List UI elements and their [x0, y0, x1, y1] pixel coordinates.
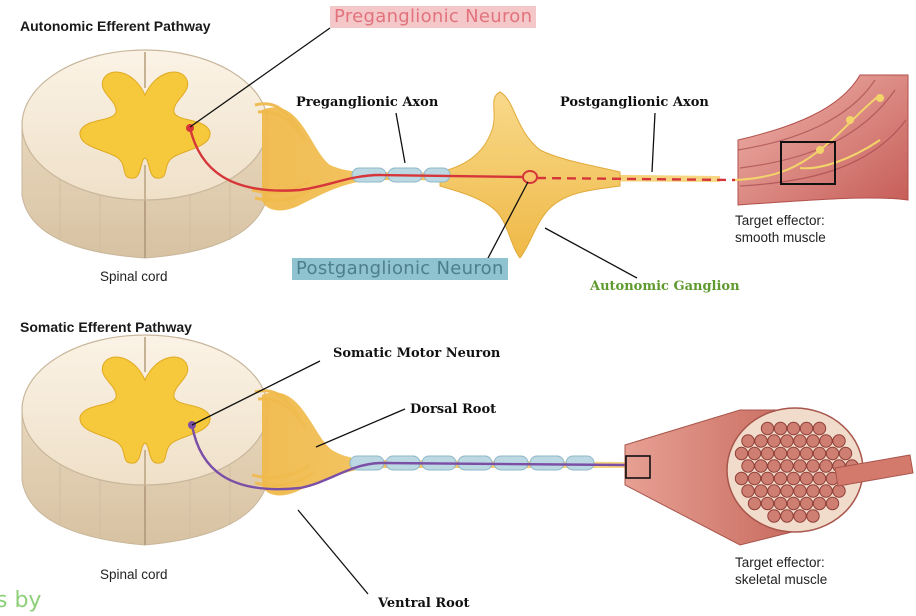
muscle-fiber-cross-section: [755, 435, 767, 447]
muscle-fiber-cross-section: [761, 472, 773, 484]
postganglionic-axon-label: Postganglionic Axon: [560, 96, 709, 109]
muscle-fiber-cross-section: [735, 472, 747, 484]
muscle-fiber-cross-section: [774, 497, 786, 509]
skeletal-muscle-target: [625, 408, 913, 545]
muscle-fiber-cross-section: [768, 510, 780, 522]
muscle-fiber-cross-section: [781, 485, 793, 497]
muscle-fiber-cross-section: [839, 447, 851, 459]
smooth-muscle-target-line2: smooth muscle: [735, 230, 826, 246]
muscle-fiber-cross-section: [820, 435, 832, 447]
smooth-muscle-target-line1: Target effector:: [735, 213, 825, 229]
dorsal-root-pointer: [316, 409, 405, 447]
muscle-fiber-cross-section: [813, 447, 825, 459]
skeletal-muscle-target-line1: Target effector:: [735, 555, 825, 571]
autonomic-spinal-cord-label: Spinal cord: [100, 269, 168, 285]
muscle-fiber-cross-section: [800, 472, 812, 484]
muscle-fiber-cross-section: [794, 485, 806, 497]
muscle-fiber-cross-section: [787, 447, 799, 459]
preganglionic-neuron-label: Preganglionic Neuron: [330, 6, 536, 28]
somatic-pathway-title: Somatic Efferent Pathway: [20, 320, 192, 334]
muscle-fiber-cross-section: [807, 510, 819, 522]
muscle-fiber-cross-section: [813, 472, 825, 484]
muscle-fiber-cross-section: [748, 497, 760, 509]
muscle-fiber-cross-section: [781, 435, 793, 447]
muscle-fiber-cross-section: [833, 485, 845, 497]
preganglionic-axon-label: Preganglionic Axon: [296, 96, 438, 109]
muscle-fiber-cross-section: [800, 422, 812, 434]
muscle-fiber-cross-section: [794, 435, 806, 447]
muscle-fiber-cross-section: [781, 510, 793, 522]
muscle-fiber-cross-section: [761, 497, 773, 509]
somatic-spinal-cord-label: Spinal cord: [100, 567, 168, 583]
postganglionic-axon-pointer: [652, 113, 655, 172]
muscle-fiber-cross-section: [742, 485, 754, 497]
ventral-root-label: Ventral Root: [378, 597, 470, 610]
muscle-fiber-cross-section: [761, 422, 773, 434]
muscle-fiber-cross-section: [820, 485, 832, 497]
autonomic-ganglion-pointer: [545, 228, 637, 278]
muscle-fiber-cross-section: [768, 435, 780, 447]
somatic-motor-neuron-label: Somatic Motor Neuron: [333, 347, 500, 360]
muscle-fiber-cross-section: [794, 510, 806, 522]
muscle-fiber-cross-section: [787, 497, 799, 509]
muscle-fiber-cross-section: [826, 497, 838, 509]
muscle-fiber-cross-section: [735, 447, 747, 459]
muscle-fiber-cross-section: [787, 472, 799, 484]
autonomic-pathway-title: Autonomic Efferent Pathway: [20, 19, 211, 33]
muscle-fiber-cross-section: [768, 485, 780, 497]
muscle-fiber-cross-section: [826, 447, 838, 459]
postganglionic-cell-body: [523, 171, 537, 183]
dorsal-root-label: Dorsal Root: [410, 403, 496, 416]
muscle-fiber-cross-section: [833, 435, 845, 447]
muscle-fiber-cross-section: [807, 460, 819, 472]
muscle-fiber-cross-section: [807, 435, 819, 447]
muscle-fiber-cross-section: [774, 447, 786, 459]
muscle-fiber-cross-section: [787, 422, 799, 434]
muscle-fiber-cross-section: [748, 447, 760, 459]
muscle-fiber-cross-section: [820, 460, 832, 472]
postganglionic-neuron-label: Postganglionic Neuron: [292, 258, 508, 280]
muscle-fiber-cross-section: [813, 422, 825, 434]
credit-text: s by: [0, 590, 41, 612]
muscle-fiber-cross-section: [761, 447, 773, 459]
autonomic-ganglion-label: Autonomic Ganglion: [590, 280, 740, 293]
muscle-fiber-cross-section: [774, 422, 786, 434]
muscle-fiber-cross-section: [800, 497, 812, 509]
skeletal-muscle-target-line2: skeletal muscle: [735, 572, 827, 588]
muscle-fiber-cross-section: [774, 472, 786, 484]
muscle-fiber-cross-section: [748, 472, 760, 484]
muscle-fiber-cross-section: [742, 460, 754, 472]
muscle-fiber-cross-section: [755, 460, 767, 472]
ventral-root-pointer: [298, 510, 368, 594]
preganglionic-axon-pointer: [396, 113, 405, 163]
smooth-muscle-target: [735, 75, 908, 205]
muscle-fiber-cross-section: [800, 447, 812, 459]
muscle-fiber-cross-section: [813, 497, 825, 509]
muscle-fiber-cross-section: [755, 485, 767, 497]
muscle-fiber-cross-section: [807, 485, 819, 497]
muscle-fiber-cross-section: [794, 460, 806, 472]
muscle-fiber-cross-section: [742, 435, 754, 447]
muscle-fiber-cross-section: [781, 460, 793, 472]
muscle-fiber-cross-section: [768, 460, 780, 472]
